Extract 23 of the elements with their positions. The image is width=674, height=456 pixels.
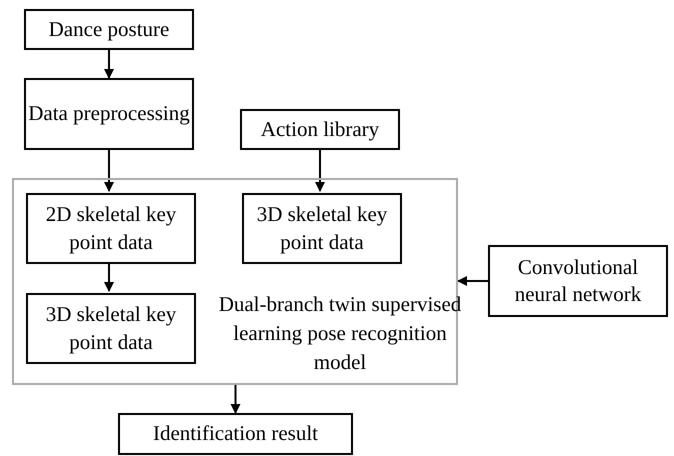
process-box xyxy=(26,293,196,364)
node-label: 3D skeletal key point data xyxy=(256,201,388,256)
arrow xyxy=(104,150,114,192)
arrow xyxy=(230,385,240,414)
node-label: 3D skeletal key point data xyxy=(44,301,178,356)
process-box xyxy=(24,9,194,50)
arrow xyxy=(104,262,114,292)
process-box xyxy=(488,245,668,317)
process-box xyxy=(240,109,400,150)
arrow xyxy=(457,276,488,286)
process-box xyxy=(26,193,196,264)
process-box xyxy=(118,413,353,455)
node-label: Dance posture xyxy=(48,16,170,43)
process-box xyxy=(242,193,402,264)
node-label: Data preprocessing xyxy=(28,100,190,128)
group-label: Dual-branch twin supervised learning pose recognition model xyxy=(218,291,462,376)
node-label: Convolutional neural network xyxy=(514,254,642,308)
node-label: 2D skeletal key point data xyxy=(44,201,178,256)
node-label: Identification result xyxy=(152,420,318,448)
node-label: Action library xyxy=(260,116,380,143)
arrow xyxy=(315,150,325,192)
arrow xyxy=(104,50,114,79)
process-box xyxy=(24,78,194,150)
